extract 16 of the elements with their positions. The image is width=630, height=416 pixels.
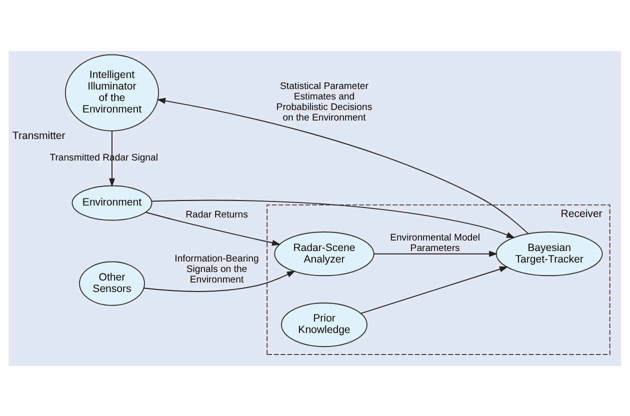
node-ellipse: Prior Knowledge — [281, 302, 368, 347]
edge-label: Radar Returns — [186, 208, 248, 220]
arrow — [151, 199, 516, 238]
node-ellipse: Other Sensors — [79, 260, 145, 306]
node-label: Transmitter — [12, 130, 66, 142]
node-ellipse: Environment — [72, 184, 152, 220]
arrow — [360, 266, 508, 314]
arrow — [156, 97, 529, 234]
arrow — [143, 270, 296, 292]
node-ellipse: Intelligent Illuminator of the Environment — [64, 54, 160, 131]
arrow — [108, 130, 116, 187]
arrow — [373, 250, 498, 256]
edge-label: Information-Bearing Signals on the Environment — [174, 253, 259, 286]
arrow — [145, 211, 281, 246]
edge-label: Statistical Parameter Estimates and Probabilistic Decisions on the Environment — [276, 80, 372, 124]
edge-label: Environmental Model Parameters — [390, 232, 480, 254]
